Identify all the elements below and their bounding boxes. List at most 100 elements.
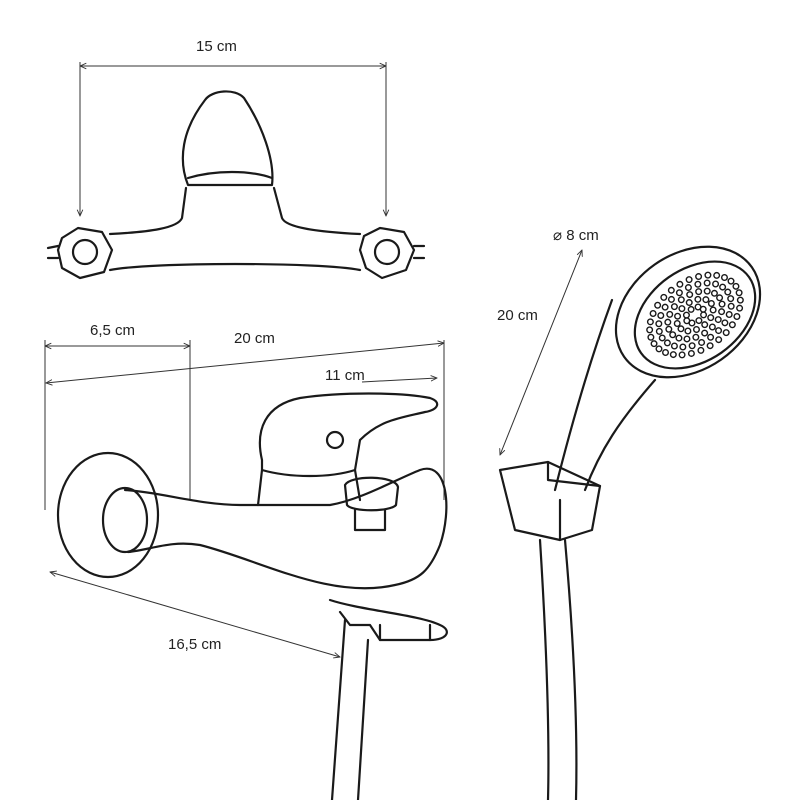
nozzle-dot [695,273,703,281]
top-handle [181,90,274,187]
nozzle-dot [646,318,654,326]
nozzle-dot [724,288,732,296]
nozzle-dot [692,325,700,333]
nozzle-dot [736,304,744,312]
nozzle-dot [733,313,741,321]
nozzle-dot [666,310,674,318]
nozzle-dot [736,296,744,304]
wall-escutcheon [56,451,160,579]
nozzle-dot [677,296,685,304]
shower-hose [538,538,578,800]
nozzle-dot [679,343,687,351]
nozzle-dot [669,351,677,359]
nozzle-dot [694,303,702,311]
label-20cm: 20 cm [234,330,275,347]
nozzle-dot [649,309,657,317]
nozzle-dot [692,333,700,341]
hand-shower [498,245,762,800]
nozzle-dot [684,327,692,335]
nozzle-dot [708,323,716,331]
nozzle-dot [706,342,714,350]
nozzle-dot [655,320,663,328]
nozzle-dot [720,273,728,281]
hose [330,618,370,800]
nozzle-dot [695,317,703,325]
top-view-faucet [46,62,426,280]
nozzle-dot [694,280,702,288]
nozzle-dot [704,271,712,279]
nozzle-dot [718,300,726,308]
nozzle-dot [728,321,736,329]
nozzle-dot [715,327,723,335]
nozzle-dot [665,325,673,333]
nozzle-dot [650,340,658,348]
nozzle-dot [654,301,662,309]
nozzle-dot [670,303,678,311]
nozzle-dot [655,345,663,353]
nozzle-dot [678,305,686,313]
nozzle-dot [674,312,682,320]
spray-nozzles [646,271,744,359]
right-nut [358,226,416,280]
nozzle-dot [686,291,694,299]
dimension-line-11cm [361,378,437,383]
nozzle-dot [721,319,729,327]
nozzle-dot [661,303,669,311]
label-11cm: 11 cm [325,367,365,384]
left-nut [56,226,114,280]
nozzle-dot [725,311,733,319]
shower-head [614,245,762,379]
nozzle-dot [707,333,715,341]
bath-mixer-side-view [45,340,448,800]
dimension-line-16-5cm [50,572,340,657]
nozzle-dot [687,349,695,357]
nozzle-dot [713,271,721,279]
label-15cm: 15 cm [196,38,237,55]
nozzle-dot [714,316,722,324]
nozzle-dot [646,326,654,334]
nozzle-dot [701,321,709,329]
nozzle-dot [732,282,740,290]
nozzle-dot [655,327,663,335]
nozzle-dot [664,318,672,326]
nozzle-dot [719,283,727,291]
nozzle-dot [667,286,675,294]
nozzle-dot [688,342,696,350]
nozzle-dot [697,346,705,354]
nozzle-dot [727,295,735,303]
nozzle-dot [683,317,691,325]
nozzle-dot [709,306,717,314]
nozzle-dot [727,302,735,310]
nozzle-dot [658,334,666,342]
nozzle-dot [703,287,711,295]
nozzle-dot [712,280,720,288]
nozzle-dot [673,319,681,327]
nozzle-dot [707,314,715,322]
nozzle-dot [687,305,695,313]
nozzle-dot [722,329,730,337]
nozzle-dot [670,342,678,350]
shower-holder [498,460,602,542]
nozzle-dot [676,280,684,288]
lever-handle [258,392,439,478]
nozzle-dot [703,279,711,287]
nozzle-dot [685,276,693,284]
nozzle-dot [702,296,710,304]
diverter-knob [343,476,400,512]
nozzle-dot [662,349,670,357]
nozzle-dot [735,289,743,297]
nozzle-dot [675,289,683,297]
nozzle-dot [647,333,655,341]
nozzle-dot [660,293,668,301]
nozzle-dot [694,295,702,303]
nozzle-dot [715,336,723,344]
nozzle-dot [701,329,709,337]
dimension-line-shower-20cm [500,250,582,455]
nozzle-dot [675,334,683,342]
nozzle-dot [707,300,715,308]
nozzle-dot [682,311,690,319]
label-16-5cm: 16,5 cm [168,636,222,653]
label-diameter-8cm: ⌀ 8 cm [553,227,599,244]
